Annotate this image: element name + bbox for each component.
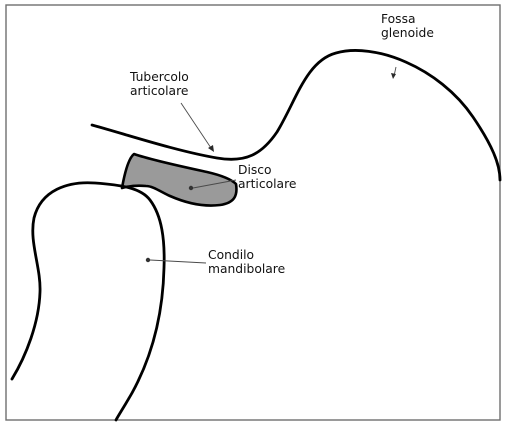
condilo-mandibolare-point <box>146 258 150 262</box>
label-condilo-mandibolare: Condilo mandibolare <box>208 248 285 276</box>
label-disco-articolare-line-1: Disco <box>238 163 296 177</box>
label-disco-articolare: Disco articolare <box>238 163 296 191</box>
label-fossa-glenoide: Fossa glenoide <box>381 12 434 40</box>
label-condilo-mandibolare-line-2: mandibolare <box>208 262 285 276</box>
disco-articolare-point <box>189 186 193 190</box>
label-tubercolo-articolare-line-2: articolare <box>130 84 189 98</box>
label-tubercolo-articolare: Tubercolo articolare <box>130 70 189 98</box>
label-disco-articolare-line-2: articolare <box>238 177 296 191</box>
label-condilo-mandibolare-line-1: Condilo <box>208 248 285 262</box>
diagram-frame <box>6 5 500 420</box>
label-fossa-glenoide-line-1: Fossa <box>381 12 434 26</box>
label-tubercolo-articolare-line-1: Tubercolo <box>130 70 189 84</box>
label-fossa-glenoide-line-2: glenoide <box>381 26 434 40</box>
